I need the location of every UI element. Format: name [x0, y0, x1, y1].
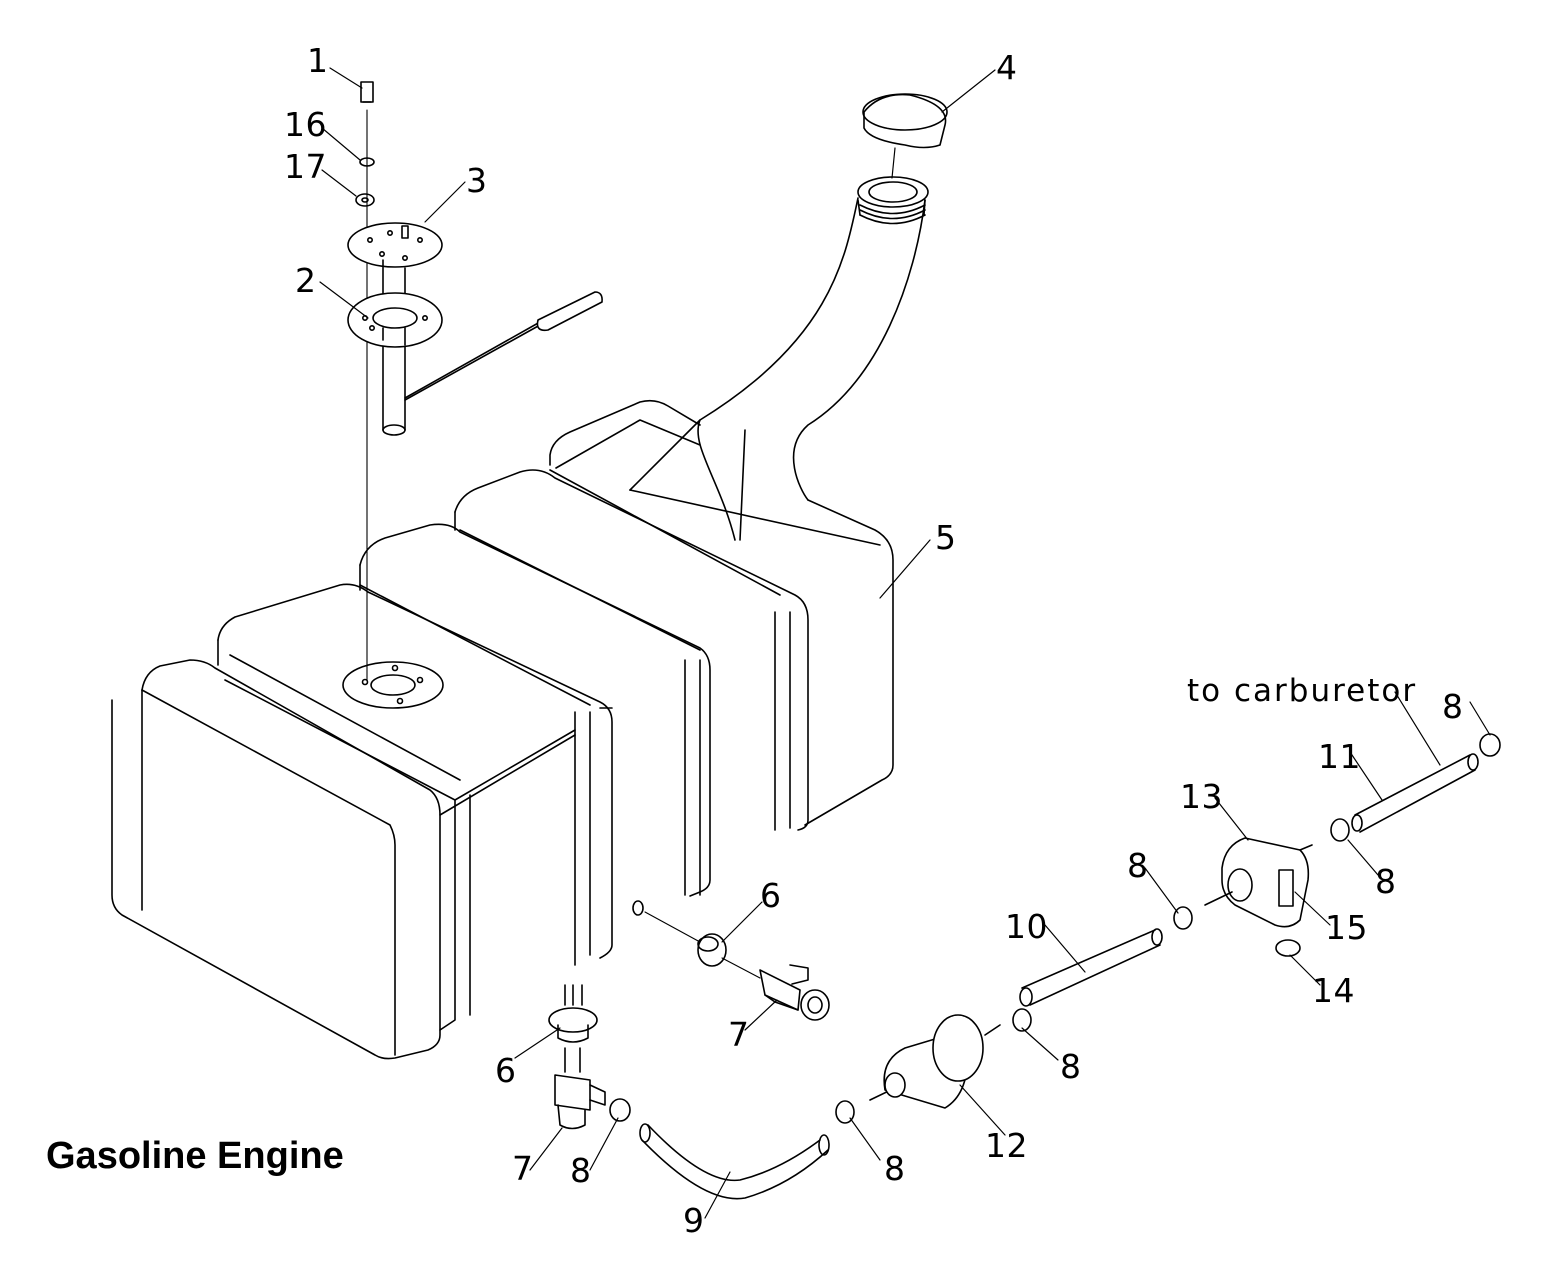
leader-lines	[319, 67, 1491, 1219]
callout-labels: 1 16 17 3 2 4 5 6 7 6 7 8 9 8 12 8 10 8 …	[284, 41, 1464, 1240]
callout-4: 4	[996, 48, 1018, 87]
bottom-fitting-assembly	[548, 984, 606, 1130]
callout-17: 17	[284, 147, 327, 186]
diagram-title: Gasoline Engine	[46, 1135, 344, 1177]
callout-2: 2	[295, 261, 317, 300]
callout-7-right: 7	[728, 1015, 750, 1054]
fuel-cap	[857, 93, 948, 225]
callout-14: 14	[1312, 971, 1355, 1010]
fuel-hose-9	[639, 1123, 830, 1200]
callout-8-b: 8	[884, 1149, 906, 1188]
side-fitting-assembly	[644, 911, 830, 1021]
fuel-sender-assembly	[347, 81, 603, 681]
callout-8-f: 8	[1442, 687, 1464, 726]
callout-8-d: 8	[1127, 846, 1149, 885]
callout-15: 15	[1325, 908, 1368, 947]
callout-16: 16	[284, 105, 327, 144]
callout-9: 9	[683, 1201, 705, 1240]
callout-7-bottom: 7	[512, 1149, 534, 1188]
callout-3: 3	[466, 161, 488, 200]
callout-10: 10	[1005, 907, 1048, 946]
callout-8-a: 8	[570, 1151, 592, 1190]
callout-6-right: 6	[760, 876, 782, 915]
fuel-hose-10	[1019, 928, 1163, 1007]
fuel-hose-11	[1351, 753, 1479, 833]
callout-1: 1	[307, 41, 329, 80]
fuel-pump-bracket	[1204, 837, 1313, 957]
to-carburetor-note: to carburetor	[1187, 673, 1417, 709]
callout-8-c: 8	[1060, 1047, 1082, 1086]
callout-5: 5	[935, 518, 957, 557]
hose-clamps	[609, 733, 1501, 1124]
callout-11: 11	[1318, 737, 1361, 776]
callout-6-bottom: 6	[495, 1051, 517, 1090]
fuel-filter	[869, 1014, 1001, 1109]
fuel-tank	[111, 197, 926, 1060]
callout-12: 12	[985, 1126, 1028, 1165]
callout-8-e: 8	[1375, 862, 1397, 901]
callout-13: 13	[1180, 777, 1223, 816]
